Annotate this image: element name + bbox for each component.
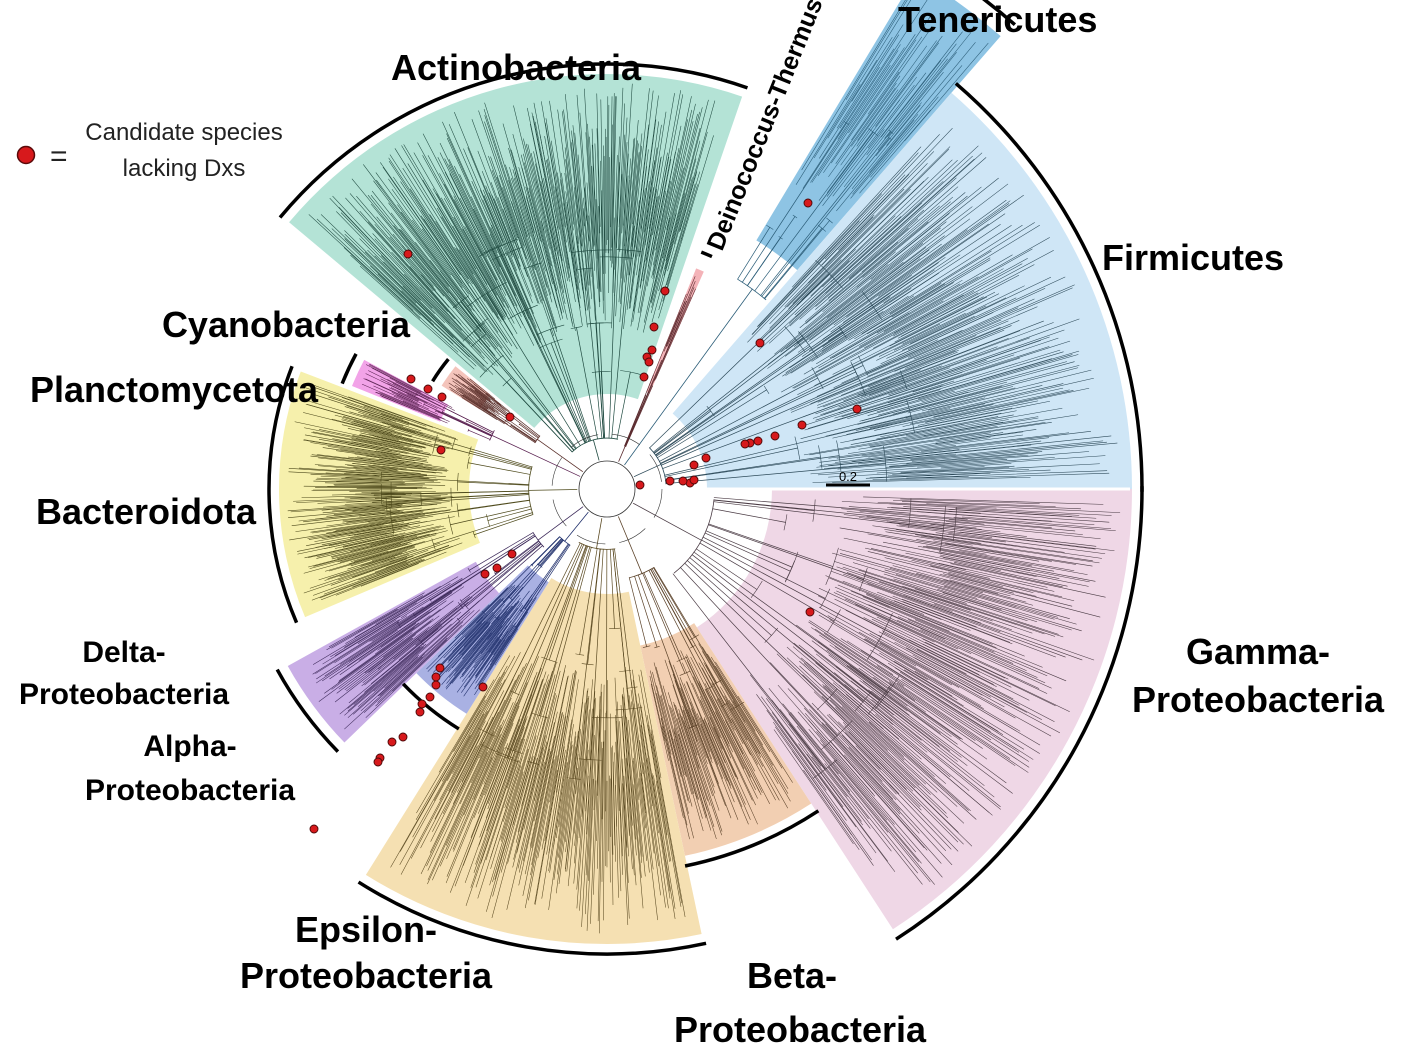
branches-alpha [426,511,589,697]
bracket-actinobacteria [278,62,749,219]
candidate-species-marker [660,286,670,296]
candidate-species-marker [431,672,441,682]
candidate-species-marker [803,198,813,208]
candidate-species-marker [753,436,763,446]
candidate-species-marker [805,607,815,617]
candidate-species-marker [797,420,807,430]
candidate-species-marker [425,692,435,702]
label-tenericutes: Tenericutes [898,0,1097,40]
label-epsilon-line2: Proteobacteria [240,955,493,996]
sector-planctomycetota [352,359,449,422]
scale-bar-label: 0.2 [839,469,857,484]
candidate-species-marker [665,476,675,486]
bracket-cyanobacteria [431,358,450,383]
branches-deinococcus [618,276,696,462]
label-delta-line1: Delta- [82,636,165,669]
branches-bacteroidota [287,383,578,601]
candidate-species-marker [852,404,862,414]
tree-branches [287,0,1121,934]
label-gamma-line2: Proteobacteria [1132,679,1385,720]
sector-delta [287,561,500,743]
candidate-species-marker [387,737,397,747]
bracket-tenericutes [981,0,1017,27]
branches-beta [618,516,793,840]
candidate-species-marker [309,824,319,834]
bracket-delta [275,668,340,753]
candidate-species-markers [309,198,862,834]
branches-planctomycetota [361,363,581,477]
bracket-deinococcus [700,250,713,259]
legend-marker-icon [16,145,36,165]
sector-gamma [696,489,1132,930]
legend-text-line2: lacking Dxs [123,155,246,182]
candidate-species-marker [480,569,490,579]
candidate-species-marker [649,322,659,332]
candidate-species-marker [435,663,445,673]
label-bacteroidota: Bacteroidota [36,491,257,532]
candidate-species-marker [437,392,447,402]
sector-actinobacteria [289,74,743,428]
candidate-species-marker [635,480,645,490]
candidate-species-marker [492,563,502,573]
candidate-species-marker [406,374,416,384]
candidate-species-marker [701,453,711,463]
bracket-planctomycetota [340,353,358,385]
sector-firmicutes [672,92,1132,490]
branches-tenericutes [624,0,989,466]
label-beta-line1: Beta- [747,955,837,996]
clade-labels: Tenericutes Firmicutes Gamma- Proteobact… [19,0,1385,1050]
label-alpha-line2: Proteobacteria [85,774,295,807]
bracket-gamma [895,486,1144,941]
candidate-species-marker [403,249,413,259]
candidate-species-marker [755,338,765,348]
label-cyanobacteria: Cyanobacteria [162,304,411,345]
bracket-bacteroidota [267,365,299,624]
candidate-species-marker [373,757,383,767]
legend: = Candidate species lacking Dxs [16,119,283,182]
candidate-species-marker [740,439,750,449]
branches-epsilon [390,518,686,934]
label-firmicutes: Firmicutes [1102,237,1284,278]
candidate-species-marker [398,732,408,742]
label-epsilon-line1: Epsilon- [295,909,437,950]
candidate-species-marker [478,682,488,692]
bracket-alpha [401,682,460,731]
candidate-species-marker [415,707,425,717]
label-beta-line2: Proteobacteria [674,1009,927,1050]
candidate-species-marker [507,549,517,559]
branches-delta [312,506,584,730]
candidate-species-marker [678,476,688,486]
branches-cyanobacteria [448,373,583,472]
bracket-epsilon [357,880,707,956]
candidate-species-marker [431,680,441,690]
candidate-species-marker [423,384,433,394]
legend-text-line1: Candidate species [85,119,282,146]
candidate-species-marker [770,431,780,441]
candidate-species-marker [417,699,427,709]
bracket-firmicutes [954,82,1144,492]
branches-gamma [632,496,1121,885]
candidate-species-marker [639,372,649,382]
bracket-beta [684,809,820,868]
tree-backbone [551,433,663,545]
scale-bar: 0.2 [826,469,870,487]
label-planctomycetota: Planctomycetota [30,369,319,410]
candidate-species-marker [644,357,654,367]
label-alpha-line1: Alpha- [143,730,236,763]
candidate-species-marker [689,460,699,470]
candidate-species-marker [689,475,699,485]
label-delta-line2: Proteobacteria [19,678,229,711]
sector-beta [640,623,812,856]
clade-brackets [267,0,1144,956]
label-actinobacteria: Actinobacteria [391,47,642,88]
label-gamma-line1: Gamma- [1186,631,1330,672]
candidate-species-marker [436,445,446,455]
candidate-species-marker [505,412,515,422]
candidate-species-marker [647,345,657,355]
branches-actinobacteria [308,83,716,461]
legend-equals: = [50,140,68,173]
